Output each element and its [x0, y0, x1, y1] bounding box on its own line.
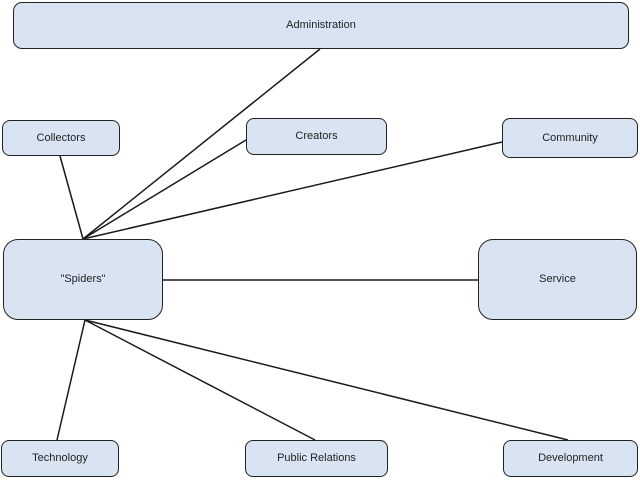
node-spiders[interactable]: "Spiders"	[3, 239, 163, 320]
edge-spiders-technology	[56, 319, 86, 441]
node-spiders-label: "Spiders"	[60, 273, 106, 286]
edge-spiders-creators	[82, 139, 247, 240]
node-community-label: Community	[542, 131, 598, 144]
node-creators-label: Creators	[295, 130, 338, 143]
node-development[interactable]: Development	[503, 440, 638, 477]
node-administration[interactable]: Administration	[13, 2, 629, 49]
node-development-label: Development	[538, 452, 603, 465]
node-collectors[interactable]: Collectors	[2, 120, 120, 156]
edge-spiders-administration	[82, 48, 321, 240]
node-service[interactable]: Service	[478, 239, 637, 320]
edge-spiders-community	[82, 141, 503, 240]
node-service-label: Service	[539, 273, 576, 286]
node-public-relations-label: Public Relations	[277, 452, 356, 465]
edge-spiders-development	[84, 319, 569, 441]
node-technology-label: Technology	[32, 452, 88, 465]
node-public-relations[interactable]: Public Relations	[245, 440, 388, 477]
edge-spiders-public-relations	[84, 319, 316, 441]
node-community[interactable]: Community	[502, 118, 638, 158]
node-collectors-label: Collectors	[36, 131, 86, 144]
node-creators[interactable]: Creators	[246, 118, 387, 155]
node-technology[interactable]: Technology	[1, 440, 119, 477]
edge-spiders-collectors	[59, 155, 84, 240]
node-administration-label: Administration	[286, 19, 356, 32]
